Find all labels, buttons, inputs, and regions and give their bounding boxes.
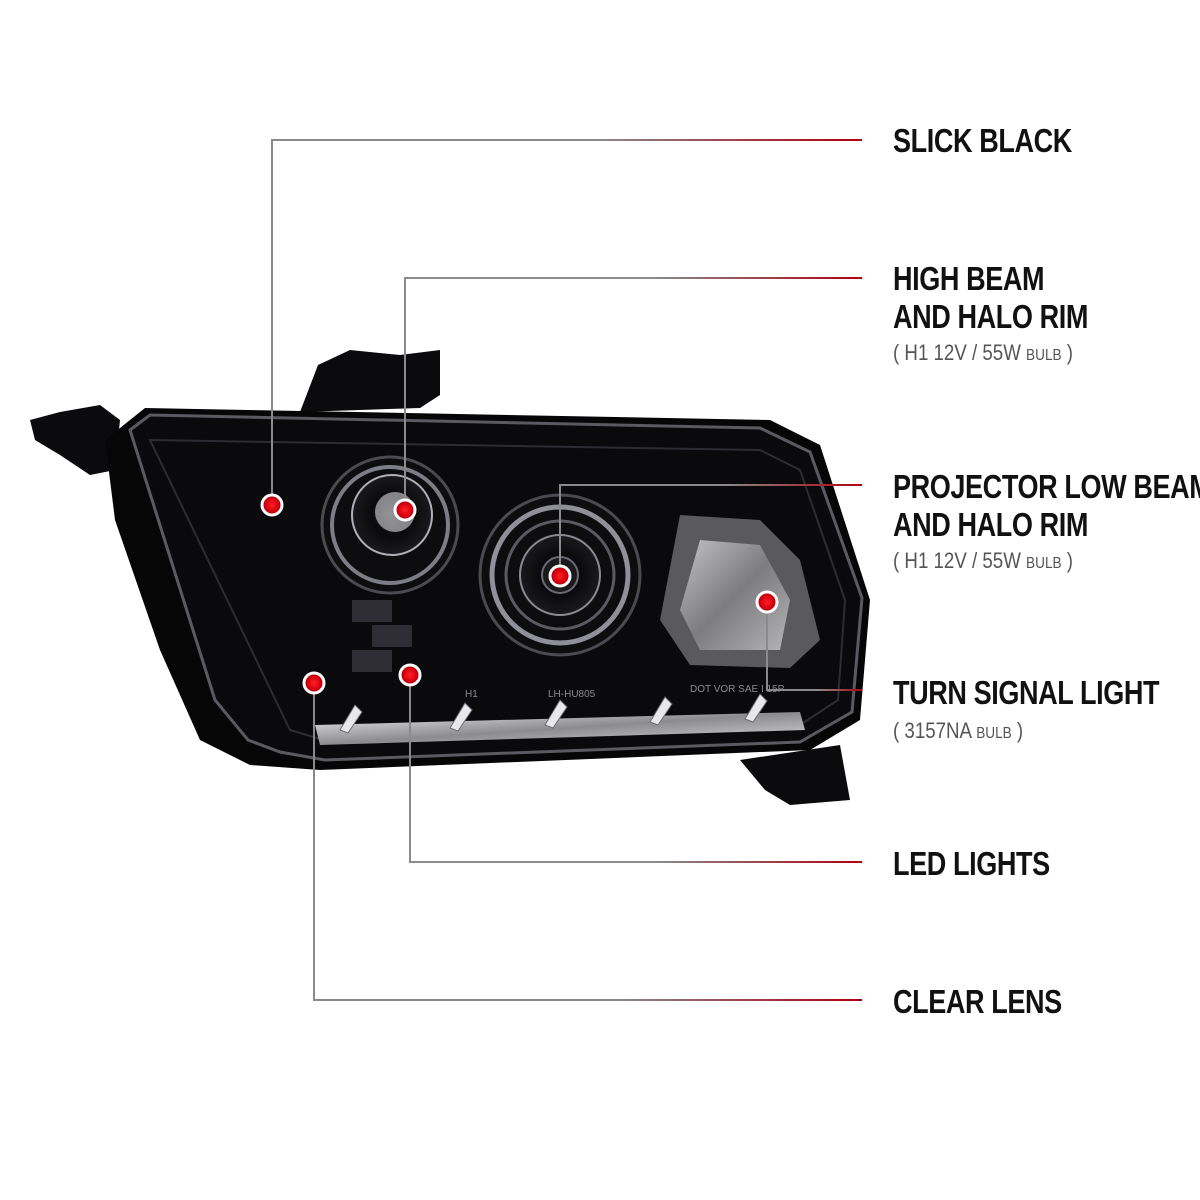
lens-marking-part: LH-HU805 xyxy=(548,689,596,700)
lens-inner-edge xyxy=(148,438,847,744)
mounting-tab-top xyxy=(300,350,440,412)
callout-line-slick-black xyxy=(271,139,862,505)
led-blocks xyxy=(352,600,412,672)
callout-line-clear-lens xyxy=(313,683,862,1001)
label-turn-signal: TURN SIGNAL LIGHT xyxy=(893,674,1160,711)
led-light-emitters xyxy=(339,693,768,734)
marker-low-beam xyxy=(548,564,572,588)
headlight-assembly: H1 LH-HU805 DOT VOR SAE I 15P xyxy=(30,350,870,805)
callout-line-low-beam xyxy=(559,484,862,576)
mounting-tab-left xyxy=(30,405,120,475)
callout-line-turn-signal xyxy=(766,602,862,691)
marker-high-beam xyxy=(393,498,417,522)
label-led-lights: LED LIGHTS xyxy=(893,845,1050,882)
bulb-spec-high-beam: ( H1 12V / 55W BULB ) xyxy=(893,340,1074,365)
high-beam-projector xyxy=(320,455,460,595)
lens-marking-dot: DOT VOR SAE I 15P xyxy=(690,684,785,695)
lens-marking-h1: H1 xyxy=(465,689,478,700)
bulb-spec-turn-signal: ( 3157NA BULB ) xyxy=(893,718,1024,743)
label-high-beam: HIGH BEAM AND HALO RIM xyxy=(893,260,1089,335)
label-projector-low-beam: PROJECTOR LOW BEAM AND HALO RIM xyxy=(893,468,1200,543)
callout-line-led-lights xyxy=(409,675,862,863)
callout-markers xyxy=(260,493,779,695)
mounting-tab-bottom xyxy=(740,745,850,805)
label-clear-lens: CLEAR LENS xyxy=(893,983,1062,1020)
marker-led-lights xyxy=(398,663,422,687)
marker-turn-signal xyxy=(755,590,779,614)
led-light-strip xyxy=(315,712,805,745)
turn-signal-chrome xyxy=(680,540,790,650)
marker-clear-lens xyxy=(302,671,326,695)
bulb-spec-low-beam: ( H1 12V / 55W BULB ) xyxy=(893,548,1074,573)
callout-line-high-beam xyxy=(404,277,862,510)
label-slick-black: SLICK BLACK xyxy=(893,122,1072,159)
marker-slick-black xyxy=(260,493,284,517)
callout-lines xyxy=(271,139,862,1001)
